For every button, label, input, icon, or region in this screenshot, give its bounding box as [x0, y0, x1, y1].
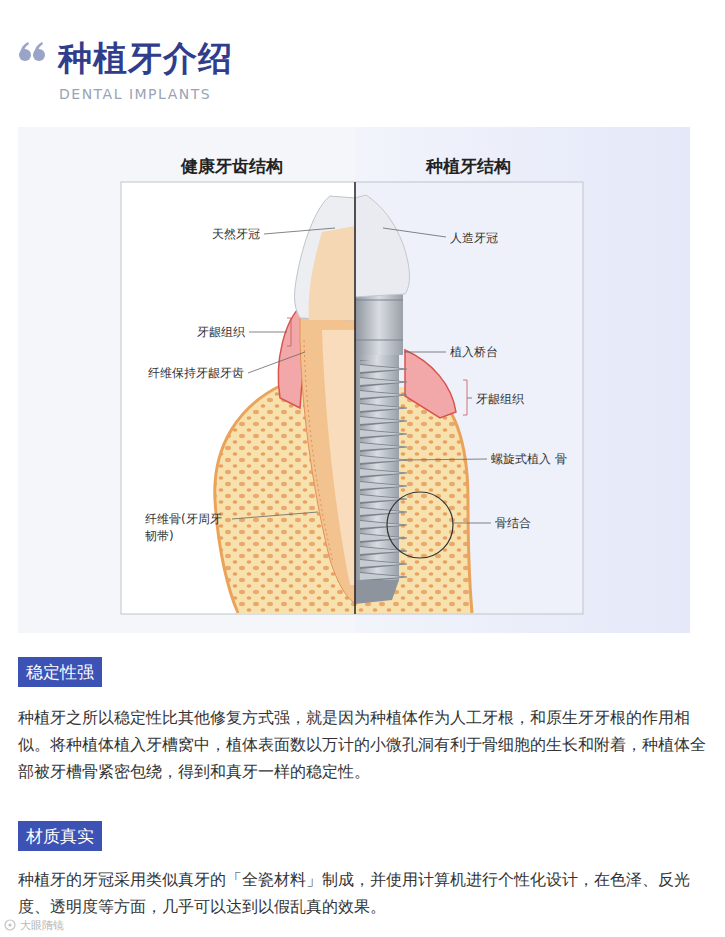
subtitle: DENTAL IMPLANTS [59, 86, 211, 102]
implant-part [355, 580, 399, 604]
natural-tooth-part [295, 196, 356, 320]
figure-panel [18, 127, 690, 633]
quote-mark [19, 42, 45, 61]
part-label: 纤维骨(牙周牙 韧带) [145, 511, 245, 546]
figure-panel-part [18, 127, 355, 633]
leader-lines-part [383, 228, 446, 237]
leader-lines-part [249, 332, 287, 333]
part-label: 植入桥台 [450, 344, 498, 361]
badge-text: 稳定性强 [26, 662, 94, 682]
watermark: 大眼隋镜 [20, 918, 64, 933]
bone-part [215, 385, 282, 613]
figure-heading: 健康牙齿结构 [181, 155, 283, 178]
implant-part [355, 360, 407, 580]
quote-mark-part [20, 42, 29, 55]
natural-tooth-part [322, 330, 355, 585]
figure-heading: 种植牙结构 [426, 155, 511, 178]
part-label: 螺旋式植入 骨 [491, 451, 571, 468]
figure-panel-part [121, 182, 355, 614]
part-label: 天然牙冠 [212, 226, 260, 243]
figure-panel-part [355, 127, 690, 633]
badge-text: 材质真实 [26, 826, 94, 846]
leader-lines [232, 228, 491, 523]
body-paragraph: 种植牙的牙冠采用类似真牙的「全瓷材料」制成，并使用计算机进行个性化设计，在色泽、… [18, 866, 708, 920]
natural-tooth-part [304, 340, 333, 562]
leader-lines-part [232, 512, 318, 519]
natural-tooth [295, 196, 356, 603]
watermark-icon [5, 920, 15, 930]
leader-lines-part [404, 352, 446, 353]
leader-lines-part [463, 380, 467, 415]
natural-tooth-part [300, 312, 355, 603]
body-paragraph: 种植牙之所以稳定性比其他修复方式强，就是因为种植体作为人工牙根，和原生牙牙根的作… [18, 704, 708, 785]
watermark-icon-part [8, 923, 11, 926]
section-badge: 材质真实 [18, 821, 102, 851]
implant-part [355, 340, 403, 341]
leader-lines-part [404, 459, 487, 460]
leader-lines-part [467, 398, 472, 399]
section-badge: 稳定性强 [18, 657, 102, 687]
part-label: 骨结合 [495, 515, 531, 532]
leader-lines-part [264, 228, 335, 234]
part-label: 纤维保持牙龈牙齿 [148, 365, 244, 382]
leader-lines-part [453, 523, 491, 524]
watermark-icon-part [5, 920, 15, 930]
implant [355, 195, 453, 604]
gum-tissue-part [405, 350, 456, 418]
bone-part [425, 388, 472, 613]
part-label: 牙龈组织 [197, 324, 245, 341]
leader-lines-part [248, 352, 305, 373]
divider-line [354, 182, 356, 614]
implant-part [355, 195, 410, 297]
natural-tooth-part [309, 226, 355, 320]
figure-panel-part [121, 182, 583, 614]
figure-panel-part [355, 182, 583, 614]
leader-lines-part [287, 318, 291, 346]
quote-mark-part [34, 42, 43, 55]
implant-part [387, 492, 453, 558]
part-label: 人造牙冠 [450, 230, 498, 247]
part-label: 牙龈组织 [476, 391, 524, 408]
page-title: 种植牙介绍 [58, 36, 233, 82]
implant-part [355, 300, 403, 301]
